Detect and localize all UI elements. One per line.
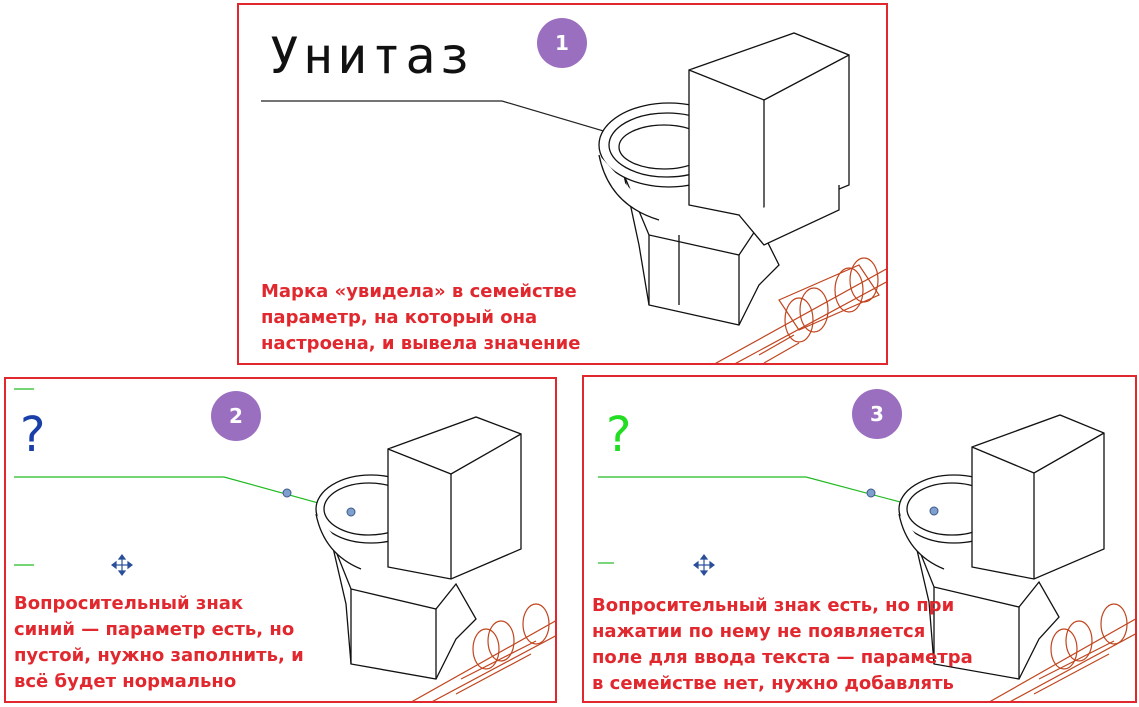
move-icon <box>693 554 715 576</box>
caption-3: Вопросительный знак есть, но при нажатии… <box>592 595 973 694</box>
step-badge-1: 1 <box>537 18 587 68</box>
panel-1: Унитаз 1 Марка «увидела» в семействе пар… <box>237 3 888 365</box>
question-mark-green[interactable]: ? <box>606 407 632 463</box>
step-badge-3: 3 <box>852 389 902 439</box>
toilet-drawing <box>261 32 886 363</box>
step-badge-2: 2 <box>211 391 261 441</box>
panel-3: ? 3 Вопросительный знак есть, но при наж… <box>582 375 1137 703</box>
caption-1: Марка «увидела» в семействе параметр, на… <box>261 281 581 354</box>
panel-2: ? 2 Вопросительный знак синий — параметр… <box>4 377 557 703</box>
tag-value-text[interactable]: Унитаз <box>269 27 474 85</box>
caption-2: Вопросительный знак синий — параметр ест… <box>14 593 304 692</box>
question-mark-blue[interactable]: ? <box>20 407 46 463</box>
toilet-drawing <box>14 388 555 701</box>
toilet-drawing <box>598 414 1135 701</box>
move-icon <box>111 554 133 576</box>
